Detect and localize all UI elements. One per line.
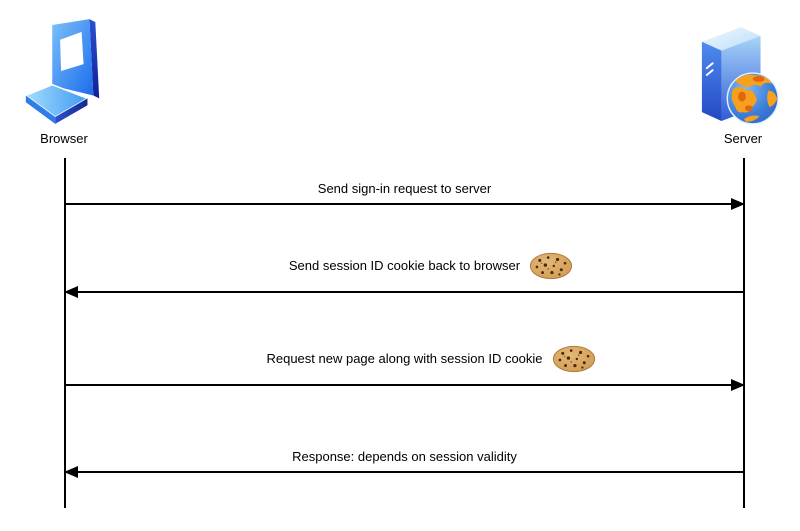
message-label: Response: depends on session validity bbox=[292, 449, 517, 464]
message-arrow-line bbox=[65, 291, 744, 293]
message-arrow-line bbox=[65, 203, 744, 205]
arrowhead-right-icon bbox=[731, 379, 745, 391]
actor-label-browser: Browser bbox=[40, 131, 88, 146]
arrowhead-left-icon bbox=[64, 286, 78, 298]
message-response-validity: Response: depends on session validity bbox=[64, 437, 744, 478]
actor-label-server: Server bbox=[723, 131, 763, 146]
cookie-icon bbox=[552, 345, 595, 373]
arrowhead-left-icon bbox=[64, 466, 78, 478]
message-session-cookie-back: Send session ID cookie back to browser bbox=[64, 252, 744, 298]
message-label: Send sign-in request to server bbox=[317, 181, 492, 196]
message-label: Send session ID cookie back to browser bbox=[65, 251, 744, 284]
server-globe-icon bbox=[701, 27, 779, 125]
cookie-icon bbox=[530, 252, 573, 280]
message-arrow-line bbox=[65, 471, 744, 473]
arrowhead-right-icon bbox=[731, 198, 745, 210]
message-sign-in-request: Send sign-in request to server bbox=[65, 169, 745, 210]
message-label: Request new page along with session ID c… bbox=[65, 344, 744, 377]
message-request-new-page: Request new page along with session ID c… bbox=[65, 345, 745, 391]
laptop-icon bbox=[24, 19, 100, 124]
lifeline-server bbox=[743, 158, 745, 508]
message-arrow-line bbox=[65, 384, 744, 386]
lifeline-browser bbox=[64, 158, 66, 508]
